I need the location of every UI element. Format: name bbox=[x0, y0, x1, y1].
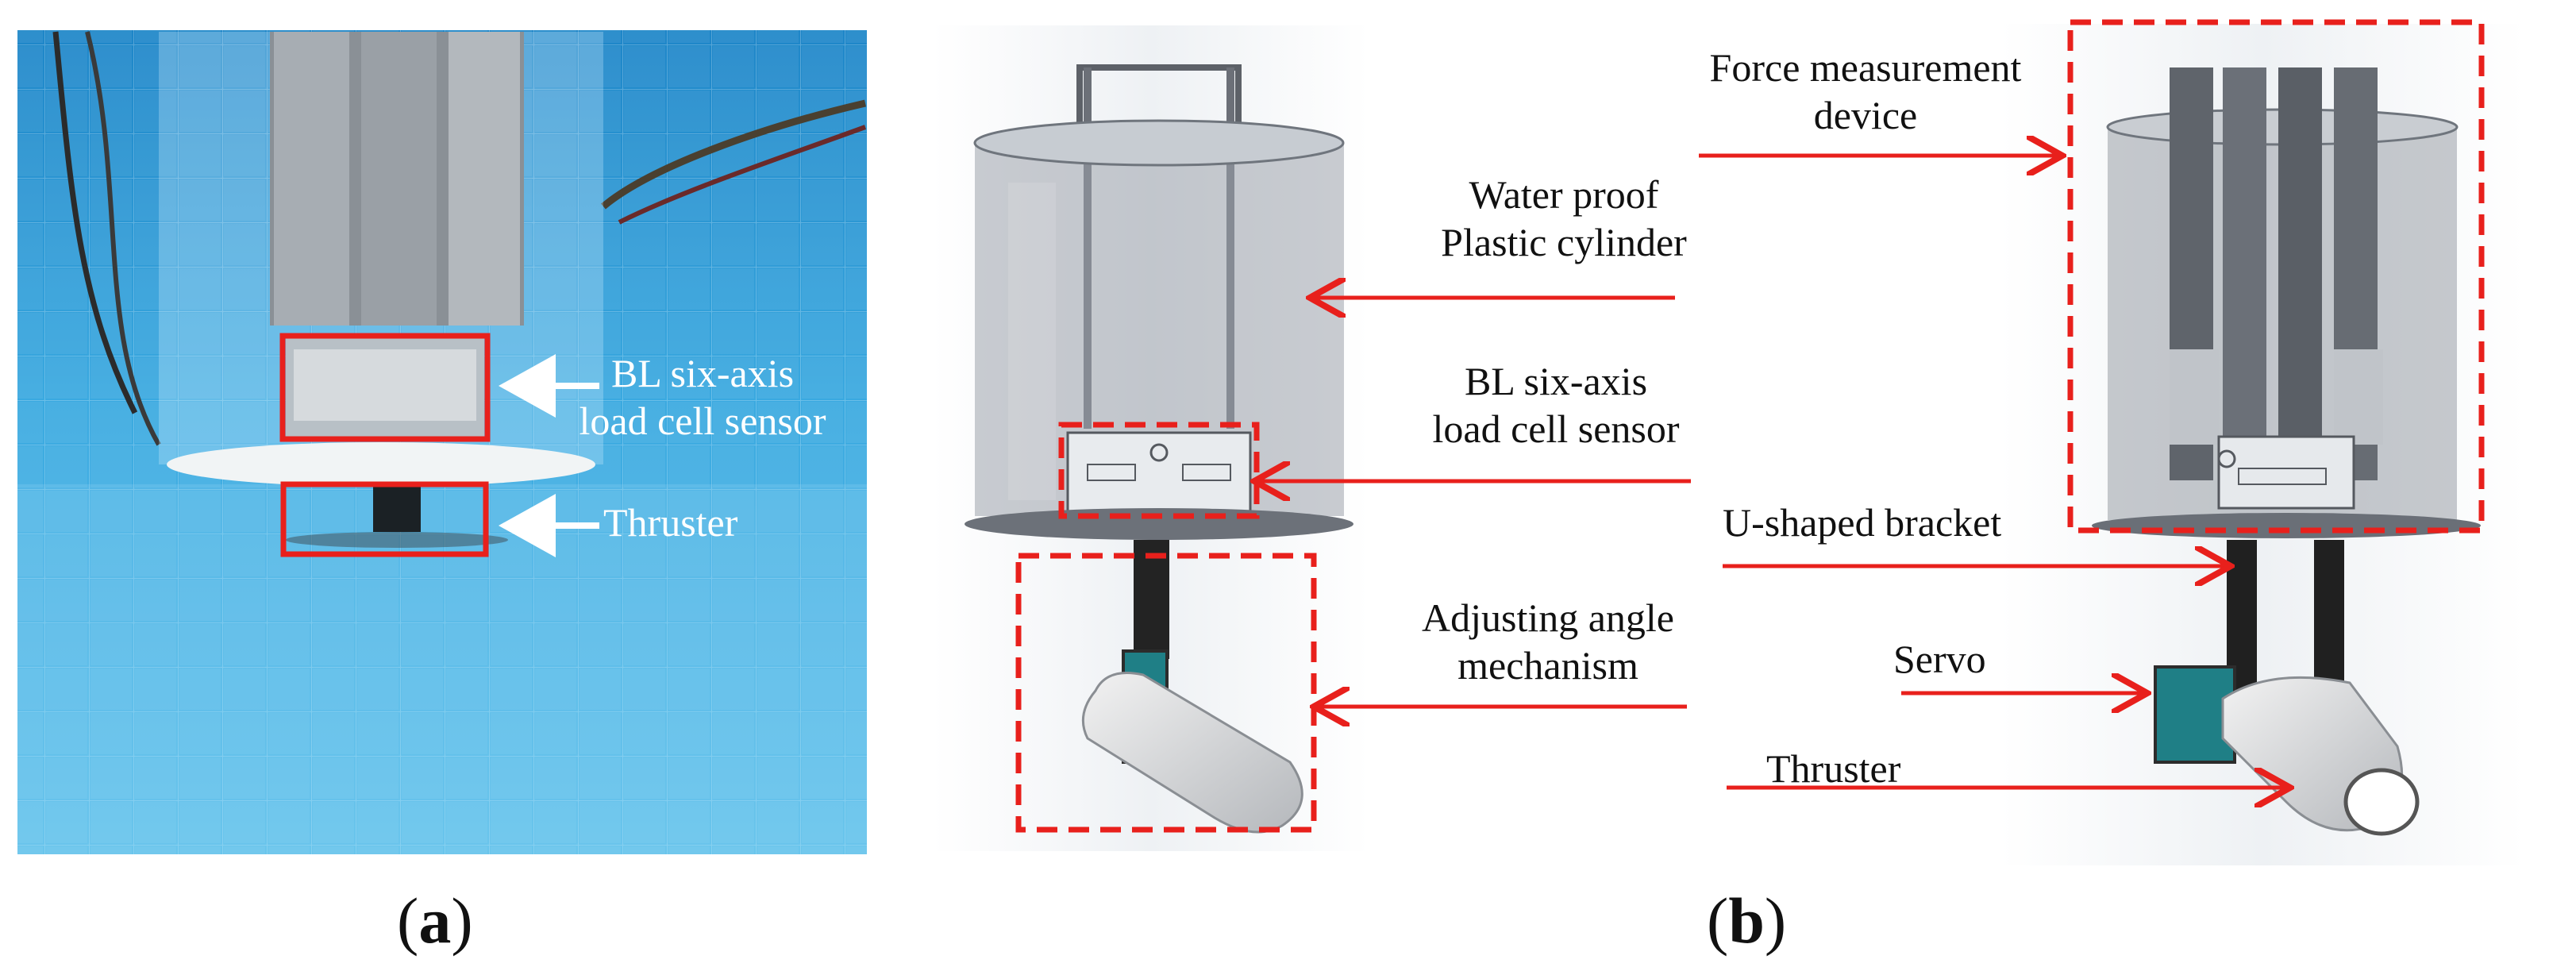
caption-a-letter: a bbox=[418, 884, 452, 957]
label-servo: Servo bbox=[1893, 637, 1986, 681]
label-b-load-cell: BL six-axis load cell sensor bbox=[1397, 357, 1715, 453]
label-b-thruster: Thruster bbox=[1766, 746, 1901, 791]
caption-a-open: ( bbox=[397, 884, 419, 957]
label-b-load-cell-line1: BL six-axis bbox=[1464, 359, 1648, 403]
label-a-load-cell: BL six-axis load cell sensor bbox=[556, 349, 849, 445]
panel-b-cad-left bbox=[933, 25, 1369, 851]
label-cylinder: Water proof Plastic cylinder bbox=[1405, 171, 1723, 266]
caption-b-letter: b bbox=[1728, 884, 1765, 957]
panel-b-cad-right bbox=[2000, 19, 2524, 865]
caption-a: (a) bbox=[397, 885, 473, 957]
label-bracket: U-shaped bracket bbox=[1723, 500, 2002, 545]
caption-b-open: ( bbox=[1707, 884, 1729, 957]
annotation-arrows bbox=[1254, 156, 2290, 788]
caption-a-close: ) bbox=[451, 884, 473, 957]
label-force-device-line2: device bbox=[1813, 93, 1918, 137]
label-a-thruster: Thruster bbox=[603, 500, 738, 545]
label-adjusting: Adjusting angle mechanism bbox=[1381, 594, 1715, 689]
label-a-load-cell-line2: load cell sensor bbox=[579, 399, 826, 443]
label-force-device-line1: Force measurement bbox=[1709, 45, 2022, 90]
label-b-load-cell-line2: load cell sensor bbox=[1432, 407, 1680, 451]
label-cylinder-line2: Plastic cylinder bbox=[1441, 220, 1687, 264]
label-cylinder-line1: Water proof bbox=[1469, 172, 1659, 217]
label-force-device: Force measurement device bbox=[1675, 44, 2056, 139]
label-a-load-cell-line1: BL six-axis bbox=[610, 351, 795, 395]
caption-b-close: ) bbox=[1764, 884, 1787, 957]
label-adjusting-line1: Adjusting angle bbox=[1421, 595, 1675, 640]
caption-b: (b) bbox=[1707, 885, 1786, 957]
label-adjusting-line2: mechanism bbox=[1457, 643, 1638, 688]
panel-a-photo bbox=[17, 30, 867, 854]
